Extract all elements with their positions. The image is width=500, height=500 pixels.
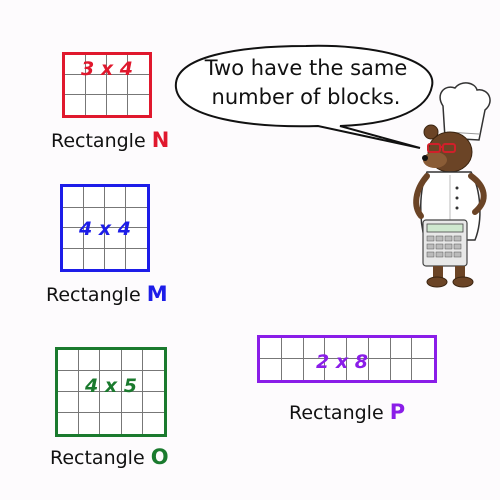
grid-cell (107, 55, 128, 75)
grid-cell (58, 413, 80, 434)
grid-cell (122, 413, 143, 434)
grid-cell (58, 371, 80, 392)
rectangle-n-grid: 3 x 4 (62, 52, 152, 118)
grid-cell (282, 359, 304, 380)
grid-cell (100, 392, 122, 413)
rectangle-p-grid: 2 x 8 (257, 335, 437, 383)
grid-cell (347, 359, 369, 380)
grid-cell (126, 228, 147, 249)
grid-cell (84, 248, 105, 269)
grid-cell (142, 371, 164, 392)
rectangle-m-dimensions: 4 x 4 (79, 218, 131, 240)
grid-cell (79, 413, 101, 434)
grid-cell (58, 350, 80, 371)
grid-cell (142, 350, 164, 371)
rectangle-o-caption: Rectangle O (50, 445, 169, 469)
grid-cell (281, 338, 304, 359)
rectangle-p-dimensions: 2 x 8 (316, 351, 368, 373)
grid-cell (126, 187, 147, 208)
grid-cell (126, 208, 147, 228)
grid-cell (79, 371, 101, 392)
grid-cell (65, 95, 86, 115)
rectangle-n-dimensions: 3 x 4 (81, 58, 133, 80)
grid-cell (128, 55, 149, 75)
grid-cell (260, 338, 282, 359)
grid-cell (303, 338, 326, 359)
rectangle-m-caption: Rectangle M (46, 282, 168, 306)
grid-cell (63, 187, 84, 208)
grid-cell (142, 392, 164, 413)
grid-cell (84, 228, 105, 249)
grid-cell (121, 392, 143, 413)
rectangle-p-letter: P (389, 400, 406, 424)
grid-cell (58, 392, 80, 413)
grid-cell (304, 359, 326, 380)
grid-cell (347, 338, 369, 359)
grid-cell (65, 55, 86, 75)
grid-cell (369, 359, 391, 380)
grid-cell (100, 371, 122, 392)
grid-cell (391, 359, 413, 380)
grid-cell (368, 338, 391, 359)
grid-cell (100, 413, 122, 434)
grid-cell (63, 248, 84, 269)
grid-cell (100, 350, 122, 371)
grid-cell (412, 338, 434, 359)
grid-cell (79, 392, 101, 413)
grid-cell (390, 338, 413, 359)
grid-cell (107, 95, 128, 115)
rectangle-o-dimensions: 4 x 5 (85, 375, 137, 397)
speech-bubble-text: Two have the same number of blocks. (186, 54, 426, 112)
rectangle-o-grid: 4 x 5 (55, 347, 167, 437)
grid-cell (107, 75, 128, 95)
grid-cell (260, 359, 282, 380)
grid-cell (86, 55, 107, 75)
rectangle-n-letter: N (151, 128, 170, 152)
grid-cell (325, 338, 347, 359)
grid-cell (121, 350, 143, 371)
grid-cell (105, 187, 126, 208)
grid-cell (65, 75, 86, 95)
grid-cell (63, 207, 84, 228)
rectangle-n-caption: Rectangle N (51, 128, 170, 152)
bubble-line-2: number of blocks. (211, 85, 401, 109)
grid-cell (86, 75, 107, 95)
rectangle-p-caption: Rectangle P (289, 400, 406, 424)
rectangle-m-grid: 4 x 4 (60, 184, 150, 272)
grid-cell (84, 207, 105, 228)
grid-cell (84, 187, 105, 208)
chef-bear-icon (413, 82, 491, 288)
grid-cell (105, 248, 126, 269)
rectangle-m-letter: M (146, 282, 168, 306)
grid-cell (121, 371, 143, 392)
grid-cell (79, 350, 101, 371)
grid-cell (105, 207, 126, 228)
grid-cell (63, 228, 84, 249)
rectangle-o-letter: O (150, 445, 169, 469)
bubble-line-1: Two have the same (204, 56, 408, 80)
grid-cell (86, 95, 107, 115)
grid-cell (128, 75, 149, 95)
grid-cell (105, 228, 126, 249)
grid-cell (325, 359, 347, 380)
